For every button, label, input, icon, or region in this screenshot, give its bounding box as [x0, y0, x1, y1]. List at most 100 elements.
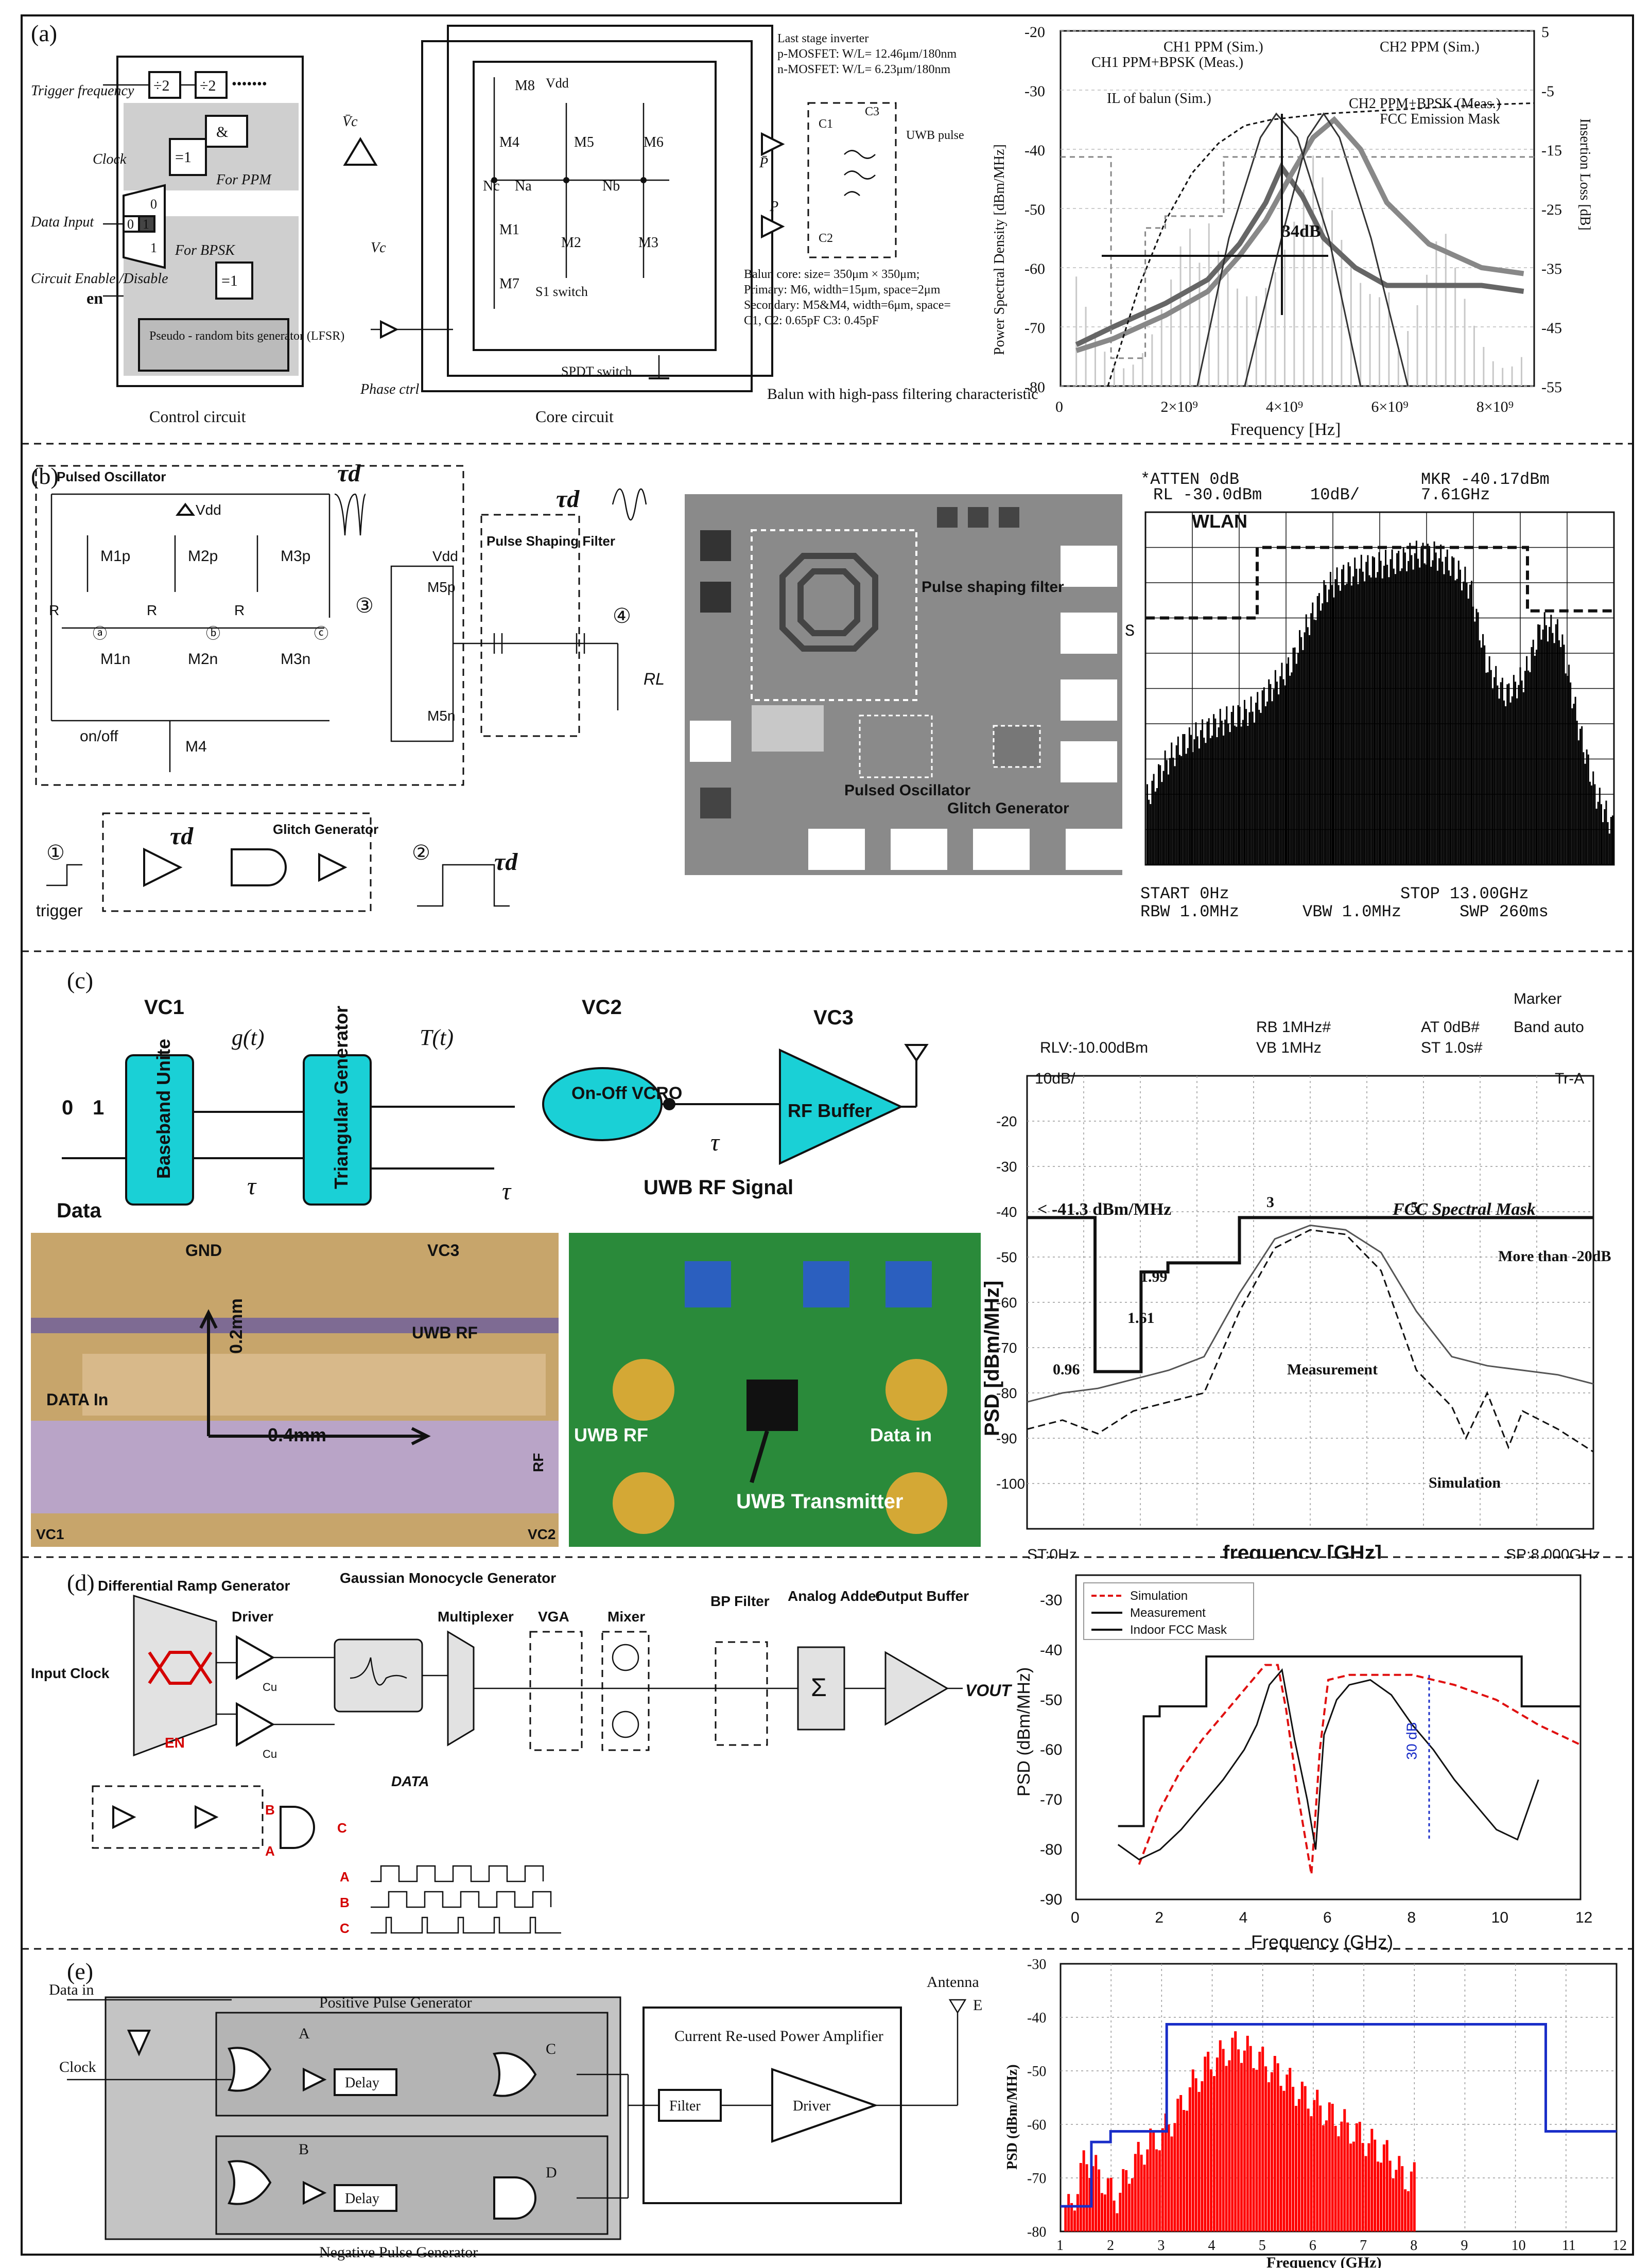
- gauss-title: Gaussian Monocycle Generator: [340, 1570, 556, 1586]
- chart-c-header: Band auto: [1514, 1019, 1584, 1036]
- vc-bar: V̄c: [342, 114, 358, 130]
- node-2: ②: [412, 842, 430, 864]
- vc1: VC1: [144, 996, 184, 1019]
- m5p: M5p: [427, 579, 455, 595]
- chart-c-header: Marker: [1514, 990, 1561, 1007]
- delay-1: Delay: [345, 2075, 379, 2091]
- a-d2: A: [340, 1869, 350, 1885]
- cu-2: Cu: [263, 1748, 277, 1760]
- chart-e-ytick: -30: [1027, 1957, 1046, 1973]
- baseband-label: Baseband Unite: [153, 1039, 174, 1179]
- chart-e-xtick: 10: [1512, 2238, 1526, 2254]
- tau-c1: τ: [247, 1173, 257, 1200]
- pulsed-osc-title: Pulsed Oscillator: [57, 469, 166, 484]
- chart-e-ytick: -50: [1027, 2064, 1046, 2080]
- triangular-label: Triangular Generator: [331, 1006, 352, 1189]
- balun-caption: Balun with high-pass filtering character…: [767, 386, 1038, 403]
- vout: VOUT: [965, 1681, 1012, 1700]
- clock-label: Clock: [93, 151, 127, 167]
- chart-d-xtick: 4: [1239, 1909, 1248, 1926]
- chart-a-series-line: [1196, 112, 1362, 387]
- node-b: ⓑ: [206, 625, 220, 641]
- chart-b-footer: VBW 1.0MHz: [1302, 902, 1401, 921]
- last-stage: Last stage inverter: [777, 32, 869, 45]
- glitch-title: Glitch Generator: [273, 822, 378, 837]
- for-bpsk: For BPSK: [175, 242, 235, 258]
- chart-b-footer: RBW 1.0MHz: [1140, 902, 1239, 921]
- chart-a-y2label: Insertion Loss [dB]: [1577, 118, 1593, 231]
- chart-a-ytick: -60: [1024, 260, 1045, 277]
- m5: M5: [574, 134, 594, 150]
- c-e: C: [546, 2040, 556, 2057]
- chart-e-xtick: 7: [1360, 2238, 1367, 2254]
- chart-d-ytick: -70: [1040, 1791, 1062, 1808]
- gt: g(t): [232, 1025, 265, 1050]
- chart-a-ytick: -80: [1024, 379, 1045, 396]
- balun-core-size: Balun core: size= 350μm × 350μm;: [744, 268, 919, 281]
- chart-c-ytick: -50: [996, 1249, 1017, 1265]
- chart-a-annotation: CH2 PPM+BPSK (Meas.): [1349, 96, 1501, 112]
- p-bar: P̄: [759, 155, 768, 171]
- chart-a-ylabel: Power Spectral Density [dBm/MHz]: [992, 144, 1008, 355]
- m1: M1: [499, 222, 519, 238]
- chart-a-xtick: 8×10⁹: [1477, 398, 1514, 415]
- chart-c-ytick: -20: [996, 1113, 1017, 1129]
- c1: C1: [819, 117, 833, 131]
- chart-d-legend-label: Measurement: [1130, 1606, 1206, 1620]
- pcb-photo-c: UWB RF Data in UWB Transmitter: [569, 1233, 981, 1547]
- chart-e-xtick: 8: [1410, 2238, 1417, 2254]
- triangular-box: [303, 1054, 372, 1206]
- chart-c-ytick: -80: [996, 1385, 1017, 1401]
- chart-a-ytick: -30: [1024, 83, 1045, 100]
- tau-wavelet: [612, 488, 647, 521]
- chart-c-annotation: 1.61: [1127, 1310, 1155, 1327]
- chart-c-ytick: -100: [996, 1476, 1025, 1492]
- chart-a-series-line: [1061, 156, 1534, 359]
- chart-e-ytick: -80: [1027, 2224, 1046, 2240]
- mux-0: 0: [150, 197, 157, 212]
- pcb-data: Data in: [870, 1424, 932, 1445]
- tau-pulse: [334, 493, 367, 536]
- for-ppm: For PPM: [216, 172, 272, 188]
- mux-d: Multiplexer: [438, 1609, 514, 1625]
- die-vc1: VC1: [36, 1526, 64, 1542]
- chart-a-y2tick: -25: [1541, 201, 1562, 218]
- rf-buffer: [779, 1048, 904, 1165]
- chart-e-xtick: 11: [1562, 2238, 1576, 2254]
- balun-secondary: Secondary: M5&M4, width=6μm, space=: [744, 299, 951, 312]
- driver-d: Driver: [232, 1609, 273, 1625]
- chart-c-series-line: [1027, 1216, 1593, 1373]
- pcb-uwb: UWB RF: [574, 1424, 648, 1445]
- chart-a-y2tick: -55: [1541, 379, 1562, 396]
- chart-c-header: VB 1MHz: [1256, 1039, 1322, 1056]
- chart-d-legend-label: Simulation: [1130, 1589, 1188, 1603]
- bit-1: 1: [93, 1096, 104, 1119]
- chart-c-annotation: 0.96: [1053, 1361, 1080, 1378]
- chart-e-mask-line: [1061, 2023, 1617, 2208]
- m3n: M3n: [281, 651, 310, 668]
- die-data: DATA In: [46, 1390, 108, 1409]
- chart-a-annotation: FCC Emission Mask: [1380, 111, 1500, 127]
- output-stage: Vdd M5p M5n: [390, 548, 458, 742]
- chart-a: -20-30-40-50-60-70-805-5-15-25-35-45-550…: [992, 24, 1593, 439]
- control-circuit: ÷2 ÷2 ••••••• & =1 For PPM For BPSK =1 P…: [30, 56, 344, 426]
- chart-a-annotation: 34dB: [1282, 222, 1321, 241]
- vdd-2: Vdd: [432, 548, 458, 564]
- die-rf: RF: [530, 1453, 546, 1472]
- chart-c-annotation: 3: [1266, 1194, 1274, 1211]
- clock-e: Clock: [59, 2058, 96, 2075]
- die-gnd: GND: [185, 1241, 222, 1260]
- neg-gen: Negative Pulse Generator: [319, 2244, 478, 2261]
- baseband-box: [125, 1054, 194, 1206]
- chart-a-y2tick: -5: [1541, 83, 1554, 100]
- mux-1: 1: [150, 240, 157, 255]
- e-node: E: [973, 1997, 982, 2014]
- vc2: VC2: [582, 996, 622, 1019]
- pulse-shaping-filter: Pulse Shaping Filter: [487, 533, 615, 549]
- driver-e: Driver: [793, 2098, 831, 2114]
- chart-c-annotation: Measurement: [1287, 1361, 1378, 1378]
- control-circuit-title: Control circuit: [149, 407, 246, 426]
- chart-b-footer: START 0Hz: [1140, 884, 1229, 903]
- dots: •••••••: [232, 76, 267, 92]
- panel-c-diagram: (c) Baseband Unite Triangular Generator …: [31, 967, 1611, 1559]
